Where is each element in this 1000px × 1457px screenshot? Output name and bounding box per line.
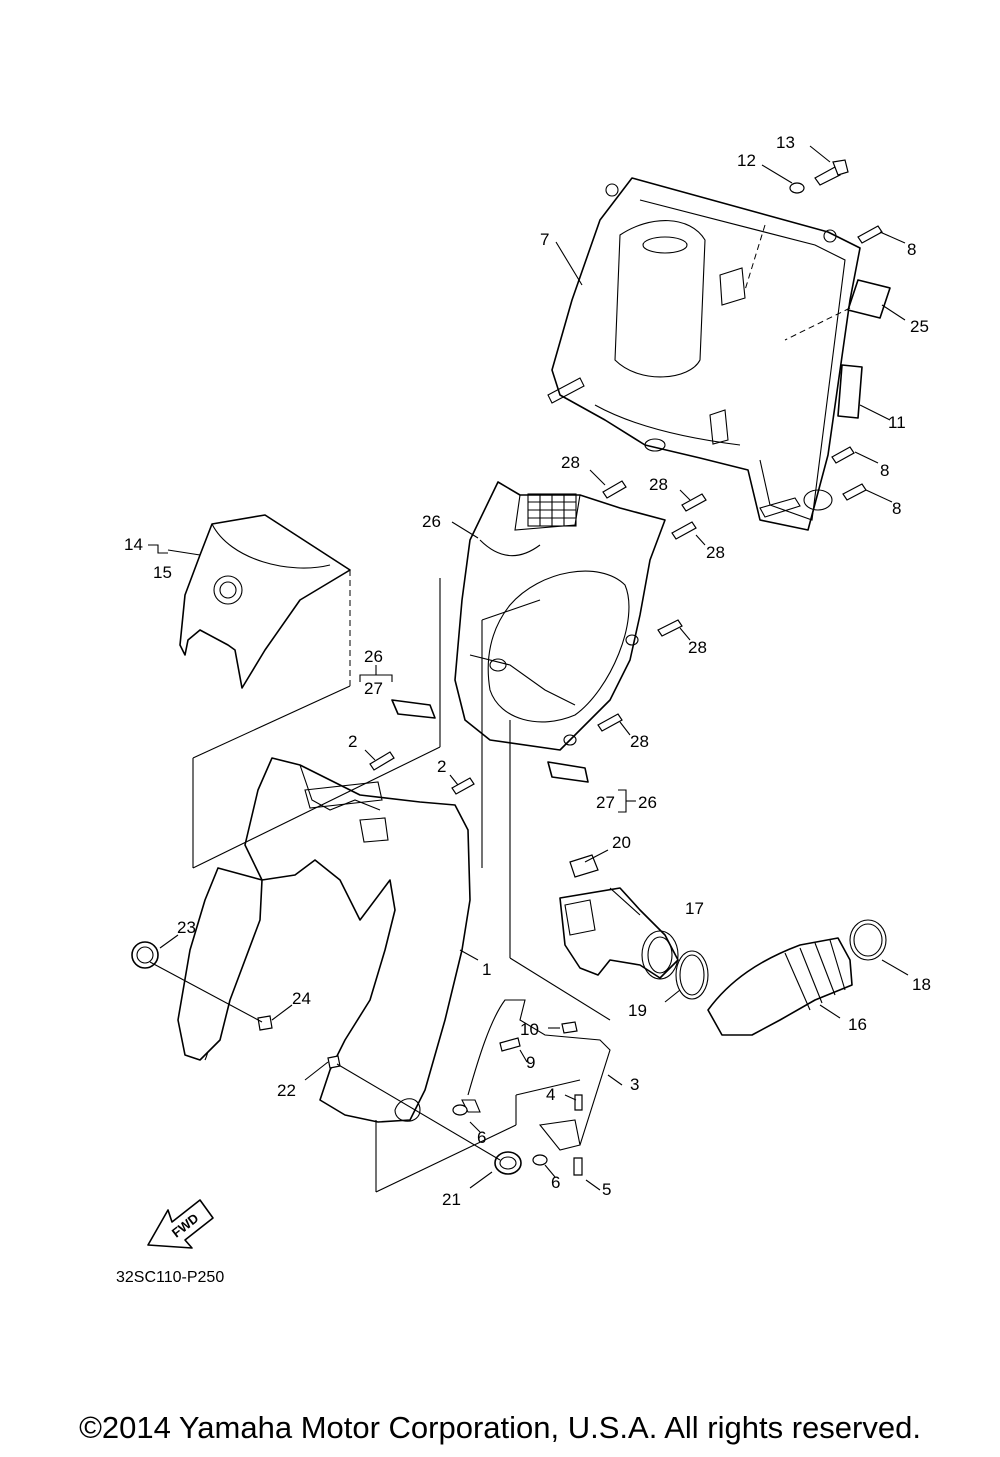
callout-7: 7 [540, 230, 549, 249]
callout-28e: 28 [630, 732, 649, 751]
callout-1: 1 [482, 960, 491, 979]
callout-28c: 28 [706, 543, 725, 562]
callout-numbers: 1 2 2 3 4 5 6 6 7 8 8 8 9 10 11 12 13 14… [124, 133, 931, 1209]
part-2-screws [369, 751, 475, 795]
callout-15: 15 [153, 563, 172, 582]
callout-27a: 27 [364, 679, 383, 698]
part-8-screws [831, 225, 883, 501]
part-17-intake-duct [559, 887, 679, 980]
callout-8b: 8 [880, 461, 889, 480]
part-21-knob [494, 1151, 522, 1175]
callout-14: 14 [124, 535, 143, 554]
callout-6a: 6 [477, 1128, 486, 1147]
callout-2b: 2 [437, 757, 446, 776]
callout-28d: 28 [688, 638, 707, 657]
callout-4: 4 [546, 1085, 555, 1104]
part-14-front-panel [179, 514, 351, 689]
callout-6b: 6 [551, 1173, 560, 1192]
callout-12: 12 [737, 151, 756, 170]
part-28-screws [597, 480, 707, 732]
callout-16: 16 [848, 1015, 867, 1034]
callout-28b: 28 [649, 475, 668, 494]
part-27-brackets [391, 699, 589, 783]
part-19-clamp [675, 950, 709, 1000]
callout-3: 3 [630, 1075, 639, 1094]
callout-18: 18 [912, 975, 931, 994]
callout-19: 19 [628, 1001, 647, 1020]
callout-26c: 26 [638, 793, 657, 812]
callout-2a: 2 [348, 732, 357, 751]
part-26-inner-cover [454, 481, 666, 751]
part-25-sticker [784, 279, 891, 341]
part-1-front-cover [177, 757, 471, 1123]
callout-26b: 26 [364, 647, 383, 666]
callout-5: 5 [602, 1180, 611, 1199]
part-18-clamp [849, 919, 887, 961]
assembly-lines [149, 578, 611, 1193]
small-hardware [452, 1021, 583, 1176]
callout-10: 10 [520, 1020, 539, 1039]
callout-21: 21 [442, 1190, 461, 1209]
part-20-bolt [569, 854, 599, 878]
callout-26a: 26 [422, 512, 441, 531]
callout-13: 13 [776, 133, 795, 152]
fwd-arrow-icon: FWD [147, 1199, 214, 1249]
callout-20: 20 [612, 833, 631, 852]
leader-lines [148, 145, 909, 1191]
callout-8c: 8 [892, 499, 901, 518]
part-24-nut [257, 1015, 273, 1031]
callout-25: 25 [910, 317, 929, 336]
callout-9: 9 [526, 1053, 535, 1072]
callout-8a: 8 [907, 240, 916, 259]
copyright-notice: ©2014 Yamaha Motor Corporation, U.S.A. A… [79, 1410, 921, 1445]
callout-11: 11 [888, 413, 906, 432]
reference-code: 32SC110-P250 [116, 1269, 224, 1286]
part-13-bolt [814, 159, 849, 186]
mesh-grille [527, 493, 577, 527]
part-12-washer [789, 182, 805, 194]
part-7-inner-panel [547, 177, 861, 531]
callout-23: 23 [177, 918, 196, 937]
part-11-sticker [837, 364, 863, 419]
callout-28a: 28 [561, 453, 580, 472]
part-22-nut [327, 1055, 341, 1069]
callout-17: 17 [685, 899, 704, 918]
part-23-cap [131, 941, 159, 969]
part-16-hose [707, 937, 853, 1036]
callout-27b: 27 [596, 793, 615, 812]
callout-24: 24 [292, 989, 311, 1008]
callout-22: 22 [277, 1081, 296, 1100]
